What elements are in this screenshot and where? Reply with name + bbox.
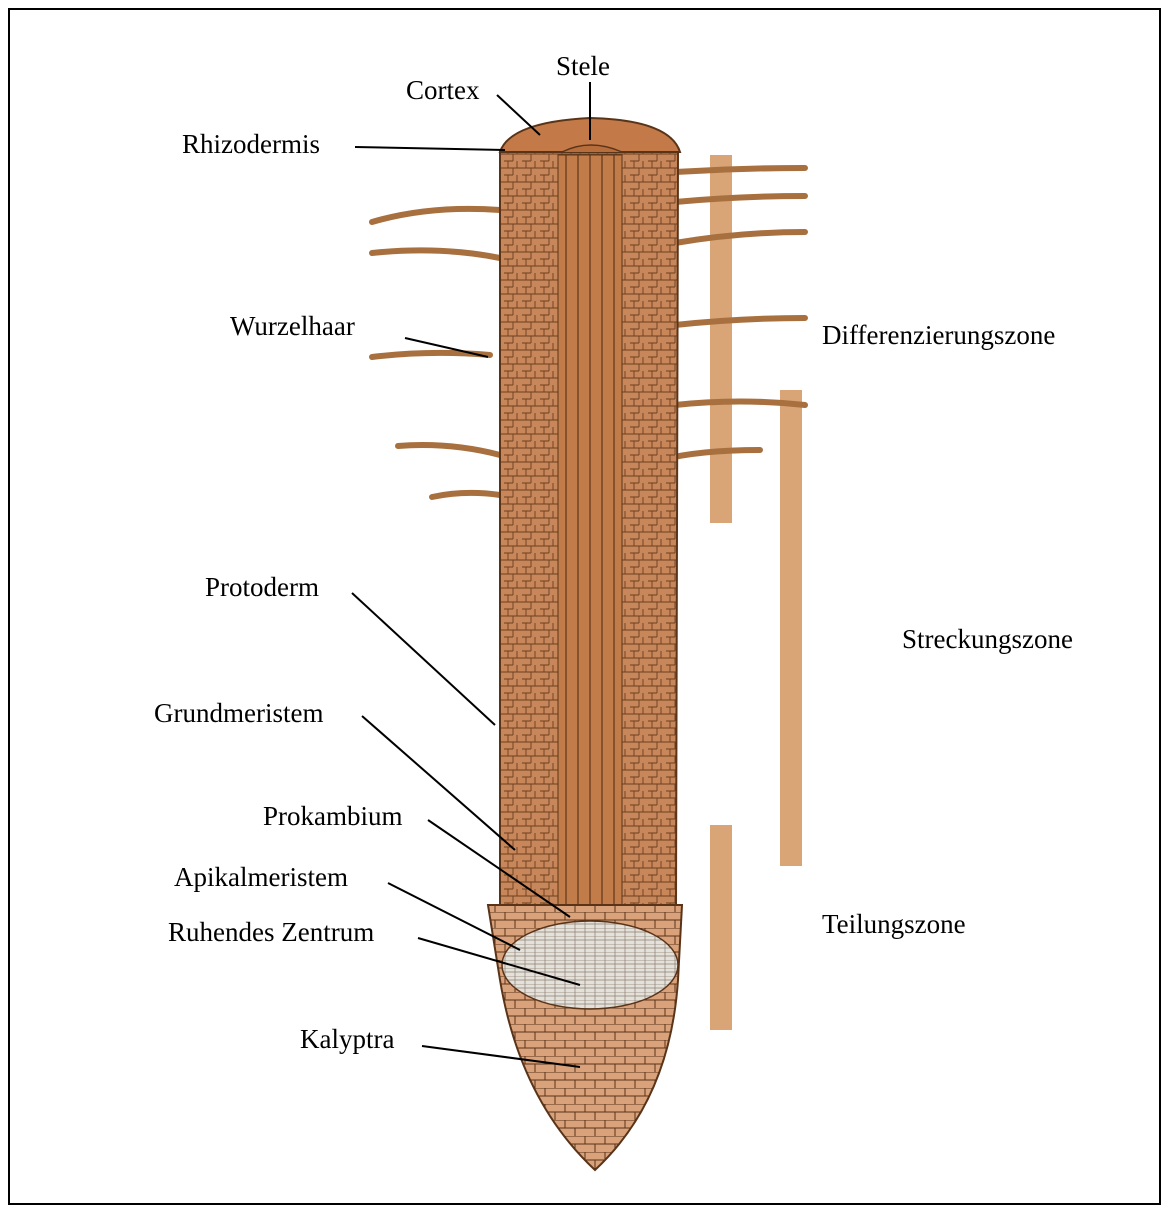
label-wurzelhaar: Wurzelhaar: [230, 313, 355, 340]
zone-bar-differenzierung: [710, 155, 732, 523]
resting-center: [502, 921, 678, 1009]
label-differenzierungszone: Differenzierungszone: [822, 322, 1055, 349]
label-stele: Stele: [556, 53, 610, 80]
label-kalyptra: Kalyptra: [300, 1026, 394, 1053]
label-cortex: Cortex: [406, 77, 480, 104]
label-streckungszone: Streckungszone: [902, 626, 1073, 653]
label-apikalmeristem: Apikalmeristem: [174, 864, 348, 891]
label-ruhendes-zentrum: Ruhendes Zentrum: [168, 919, 374, 946]
label-protoderm: Protoderm: [205, 574, 319, 601]
zone-bar-streckung: [780, 390, 802, 866]
label-teilungszone: Teilungszone: [822, 911, 966, 938]
label-rhizodermis: Rhizodermis: [182, 131, 320, 158]
label-prokambium: Prokambium: [263, 803, 403, 830]
label-grundmeristem: Grundmeristem: [154, 700, 323, 727]
zone-bar-teilung: [710, 825, 732, 1030]
